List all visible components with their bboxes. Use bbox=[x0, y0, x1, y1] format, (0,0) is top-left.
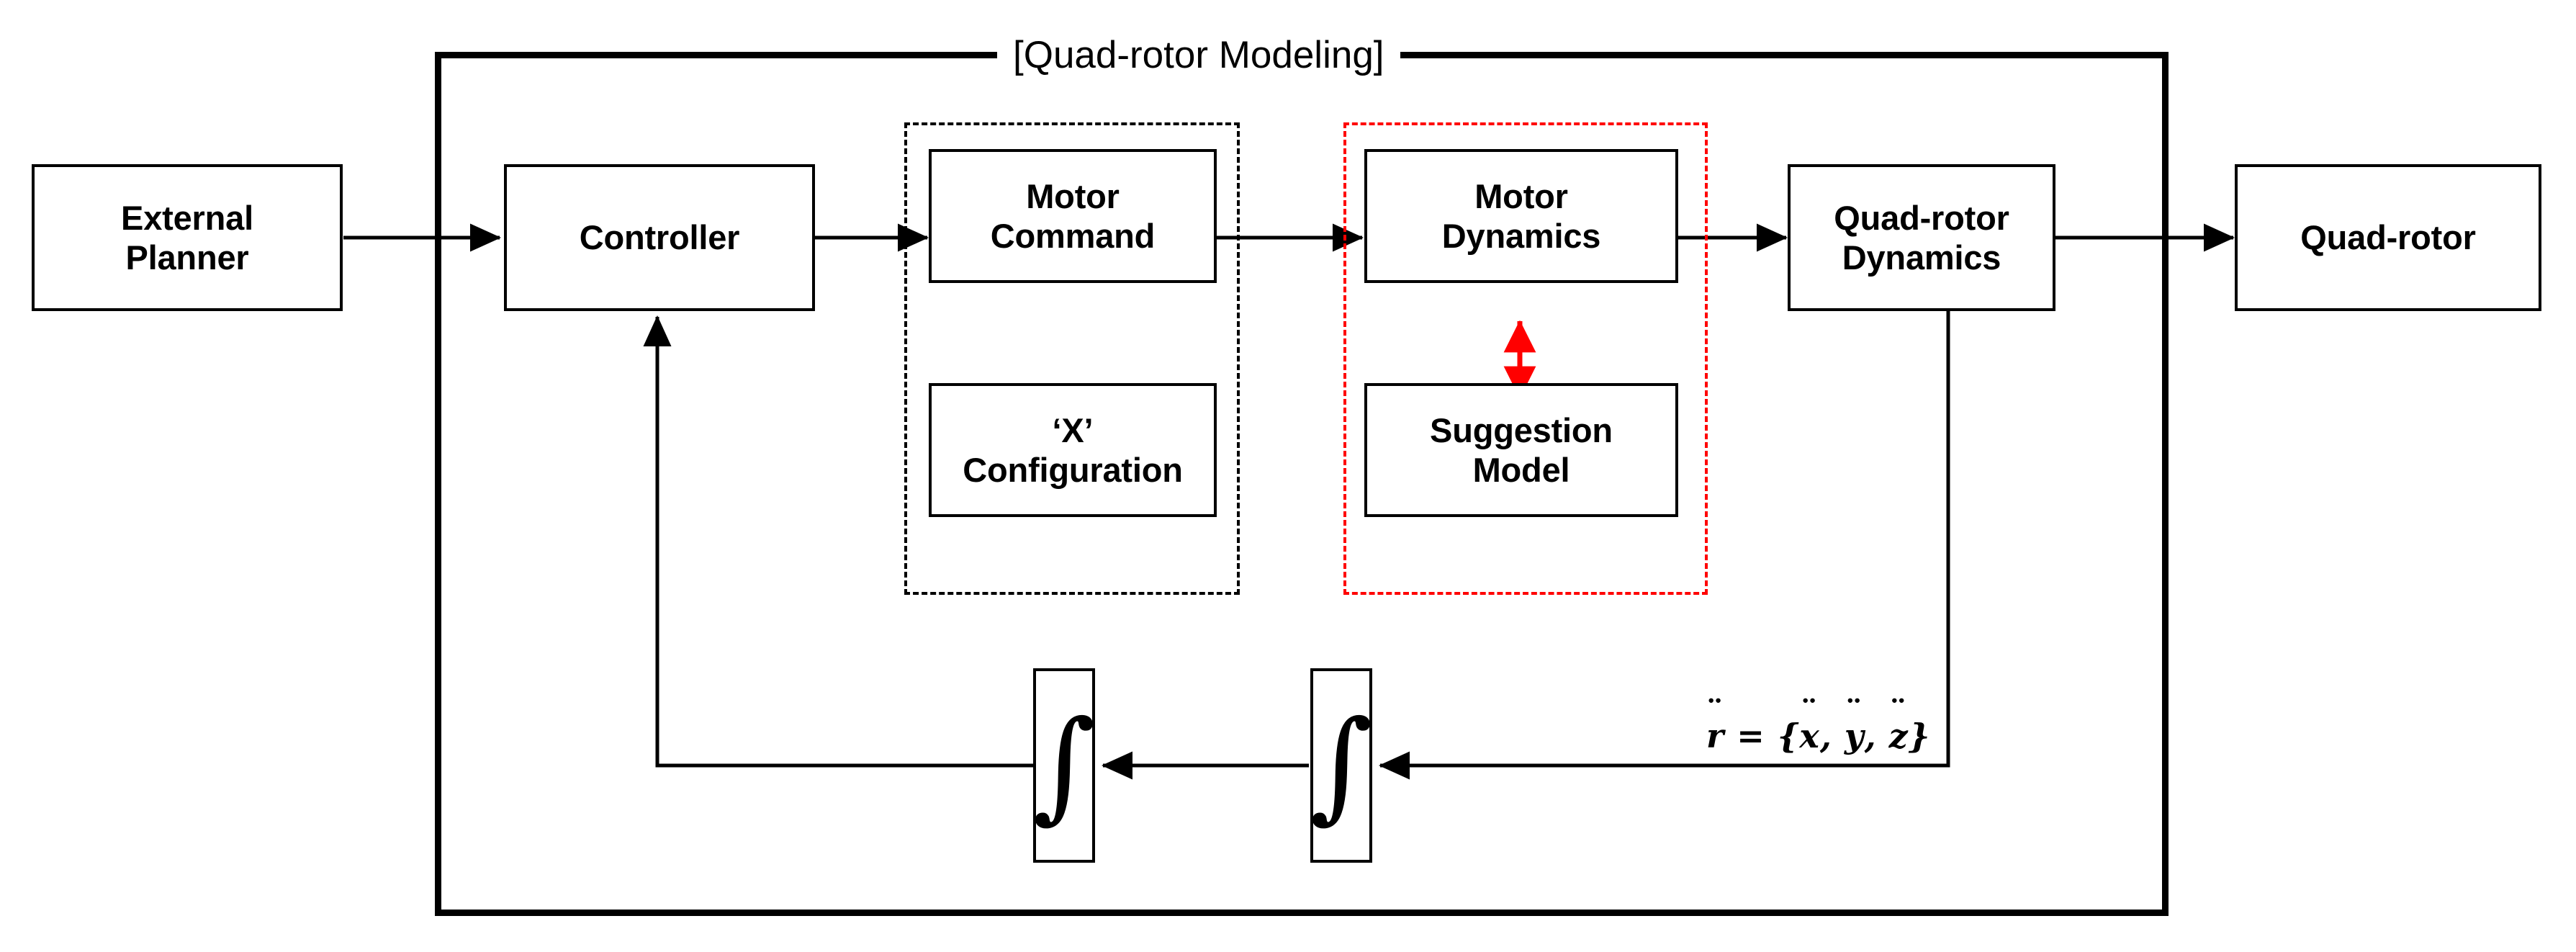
block-suggestion-model-label: Suggestion Model bbox=[1430, 410, 1613, 489]
block-motor-command-label: Motor Command bbox=[990, 176, 1156, 255]
motor-command-group bbox=[904, 122, 1240, 595]
equation-z: z bbox=[1889, 717, 1909, 755]
block-motor-command[interactable]: Motor Command bbox=[929, 149, 1217, 283]
block-x-configuration[interactable]: ‘X’ Configuration bbox=[929, 383, 1217, 517]
block-suggestion-model[interactable]: Suggestion Model bbox=[1364, 383, 1678, 517]
integral-icon: ∫ bbox=[1310, 694, 1373, 836]
equation-comma-1: , bbox=[1819, 717, 1845, 755]
block-x-configuration-label: ‘X’ Configuration bbox=[963, 410, 1183, 489]
block-external-planner[interactable]: External Planner bbox=[32, 164, 343, 311]
equation-r: r bbox=[1706, 717, 1724, 755]
acceleration-equation: r = {x, y, z} bbox=[1706, 717, 1930, 755]
integrator-block-1[interactable]: ∫ bbox=[1032, 668, 1096, 863]
connector-feedback-quadrotor-dynamics-to-integrator-2 bbox=[1378, 311, 1950, 780]
integrator-block-2[interactable]: ∫ bbox=[1310, 668, 1373, 863]
block-quad-rotor-label: Quad-rotor bbox=[2300, 218, 2476, 257]
integral-icon: ∫ bbox=[1032, 694, 1096, 836]
block-controller[interactable]: Controller bbox=[504, 164, 815, 311]
connector-feedback-integrator-1-to-controller bbox=[643, 315, 1033, 768]
equation-equals: = { bbox=[1724, 717, 1800, 755]
equation-comma-2: , bbox=[1864, 717, 1889, 755]
block-quad-rotor[interactable]: Quad-rotor bbox=[2235, 164, 2541, 311]
block-motor-dynamics-label: Motor Dynamics bbox=[1441, 176, 1601, 255]
equation-x: x bbox=[1799, 717, 1819, 755]
block-external-planner-label: External Planner bbox=[121, 198, 253, 277]
block-controller-label: Controller bbox=[579, 218, 740, 257]
diagram-title: [Quad-rotor Modeling] bbox=[997, 36, 1400, 74]
equation-close-brace: } bbox=[1908, 717, 1931, 755]
equation-y: y bbox=[1845, 717, 1865, 755]
block-quad-rotor-dynamics[interactable]: Quad-rotor Dynamics bbox=[1788, 164, 2055, 311]
block-quad-rotor-dynamics-label: Quad-rotor Dynamics bbox=[1834, 198, 2009, 277]
motor-dynamics-group bbox=[1343, 122, 1708, 595]
block-motor-dynamics[interactable]: Motor Dynamics bbox=[1364, 149, 1678, 283]
